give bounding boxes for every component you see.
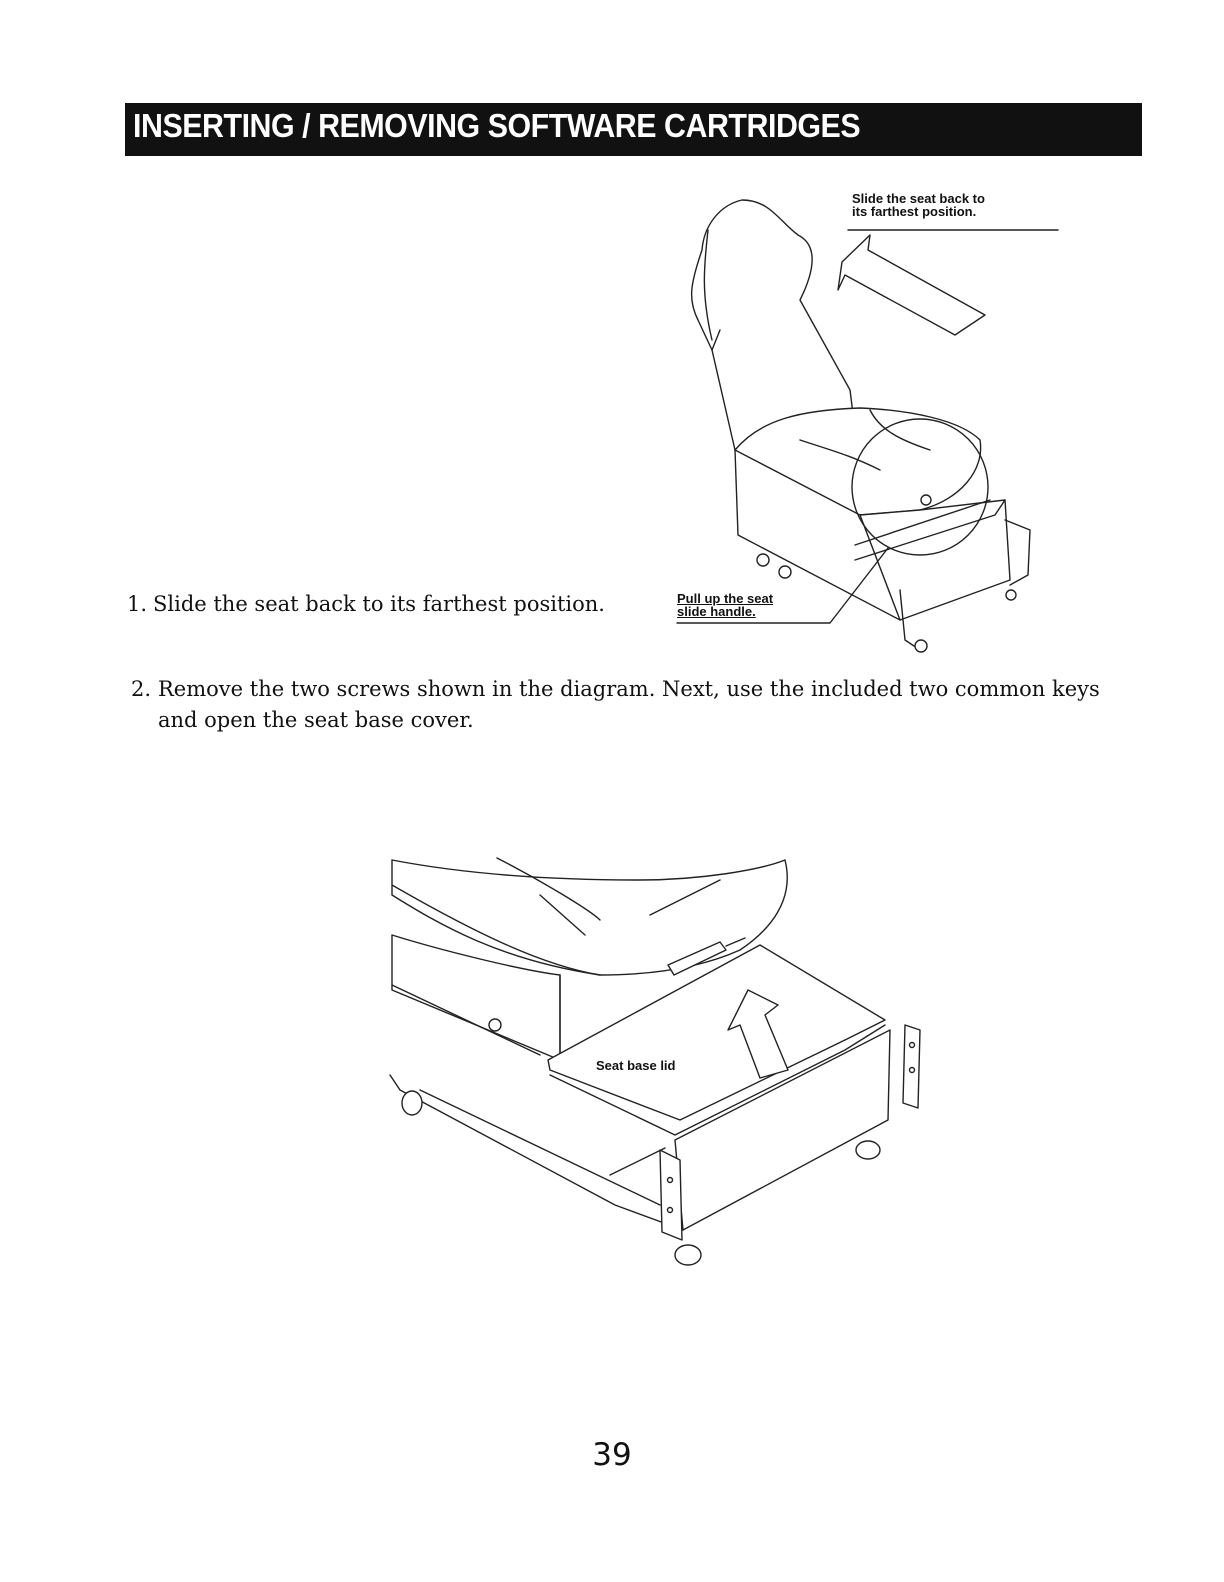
callout-seat-base-lid: Seat base lid <box>596 1059 675 1072</box>
page-number: 39 <box>0 1437 1224 1473</box>
